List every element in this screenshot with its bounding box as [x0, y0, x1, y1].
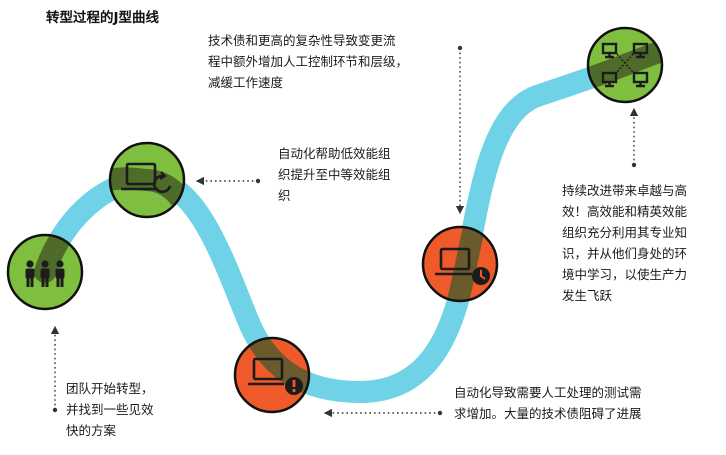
annotation-line: 织 [278, 188, 291, 203]
annotation-line: 自动化导致需要人工处理的测试需 [454, 385, 642, 400]
annotation-line: 识，并从他们身处的环 [562, 246, 688, 261]
annotation-line: 组织充分利用其专业知 [562, 225, 688, 240]
j-curve-band [34, 54, 636, 404]
automation-circle [108, 141, 186, 219]
laptop-clock-icon [435, 247, 490, 285]
annotation-team-start: 团队开始转型， 并找到一些见效 快的方案 [66, 378, 176, 441]
annotation-line: 自动化帮助低效能组 [278, 146, 391, 161]
annotation-line: 境中学习，以使生产力 [562, 267, 688, 282]
slowdown-circle [421, 225, 499, 303]
network-circle [586, 26, 664, 104]
annotation-line: 发生飞跃 [562, 288, 613, 303]
annotation-automation-help: 自动化帮助低效能组 织提升至中等效能组 织 [278, 143, 408, 206]
laptop-warning-icon [248, 357, 303, 395]
annotation-continuous-improvement: 持续改进带来卓越与高 效！高效能和精英效能 组织充分利用其专业知 识，并从他们身… [562, 180, 712, 306]
annotation-line: 减缓工作速度 [208, 75, 284, 90]
annotation-line: 程中额外增加人工控制环节和层级， [208, 54, 409, 69]
annotation-line: 团队开始转型， [66, 381, 154, 396]
annotation-line: 持续改进带来卓越与高 [562, 183, 688, 198]
annotation-automation-manual: 自动化导致需要人工处理的测试需 求增加。大量的技术债阻碍了进展 [454, 382, 694, 424]
laptop-refresh-icon [121, 162, 172, 194]
annotation-line: 快的方案 [66, 423, 117, 438]
annotation-line: 技术债和更高的复杂性导致变更流 [208, 33, 396, 48]
people-icon [25, 260, 65, 287]
annotation-tech-debt: 技术债和更高的复杂性导致变更流 程中额外增加人工控制环节和层级， 减缓工作速度 [208, 30, 438, 93]
team-circle [6, 233, 84, 311]
diagram-title: 转型过程的J型曲线 [46, 10, 160, 26]
annotation-line: 并找到一些见效 [66, 402, 154, 417]
network-icon [601, 42, 649, 88]
leader-lines [50, 48, 639, 418]
annotation-line: 求增加。大量的技术债阻碍了进展 [454, 406, 642, 421]
annotation-line: 织提升至中等效能组 [278, 167, 391, 182]
annotation-line: 效！高效能和精英效能 [562, 204, 688, 219]
